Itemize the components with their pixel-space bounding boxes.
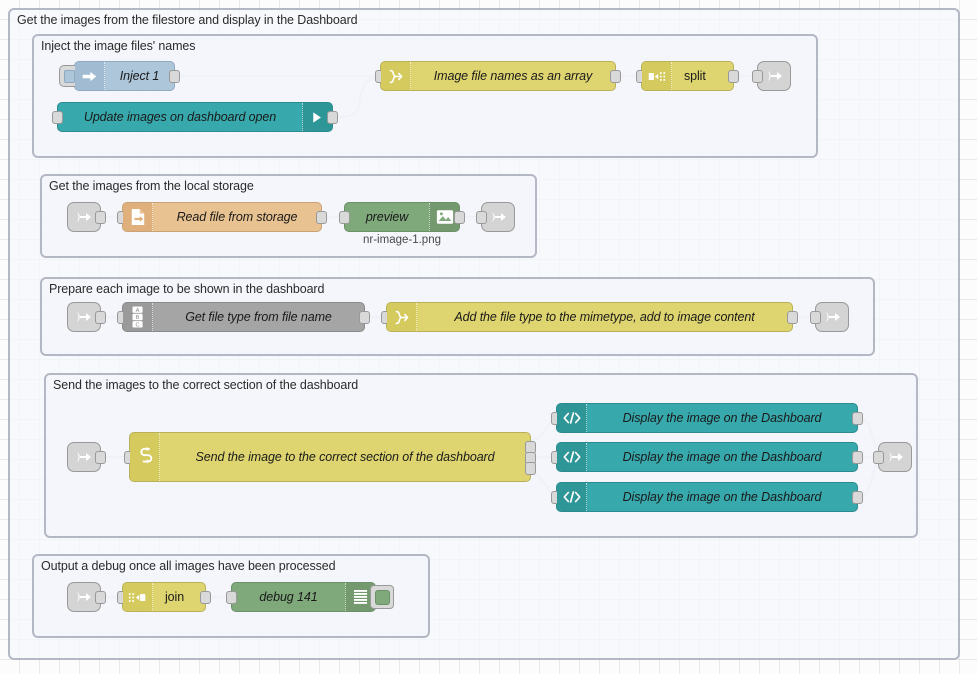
node-link-out-4[interactable] [873,442,912,472]
switch-icon [130,433,160,481]
node-get-file-type[interactable]: A B C Get file type from file name [117,302,370,332]
function-icon [387,303,417,331]
node-add-mimetype-label: Add the file type to the mimetype, add t… [454,310,755,324]
output-port[interactable] [787,310,798,324]
group-inject-label: Inject the image files' names [41,39,196,53]
input-port[interactable] [52,110,63,124]
function-icon [381,62,411,90]
node-switch-section[interactable]: Send the image to the correct section of… [124,432,536,482]
node-ui-control-label: Update images on dashboard open [83,110,277,124]
node-debug-141[interactable]: debug 141 [226,582,394,612]
output-port[interactable] [852,411,863,425]
group-outer-label: Get the images from the filestore and di… [17,13,358,27]
link-in-icon [77,592,91,602]
output-port[interactable] [95,590,106,604]
code-icon [557,483,587,511]
input-port[interactable] [339,210,350,224]
change-abc-icon: A B C [123,303,153,331]
input-port[interactable] [476,210,487,224]
inject-trigger-button[interactable] [59,65,79,87]
link-out-icon [826,312,840,322]
group-prepare-label: Prepare each image to be shown in the da… [49,282,325,296]
node-read-file[interactable]: Read file from storage [117,202,327,232]
node-link-out-1[interactable] [752,61,791,91]
output-port[interactable] [169,69,180,83]
split-icon [642,62,672,90]
node-display-3-label: Display the image on the Dashboard [622,490,822,504]
link-in-icon [77,452,91,462]
node-debug-141-label: debug 141 [259,590,318,604]
output-port[interactable] [316,210,327,224]
link-out-icon [768,71,782,81]
code-icon [557,443,587,471]
node-link-in-5[interactable] [67,582,106,612]
node-preview-label: preview [365,210,409,224]
link-in-icon [77,212,91,222]
link-in-icon [77,312,91,322]
node-split[interactable]: split [636,61,739,91]
output-port[interactable] [852,450,863,464]
node-link-out-2[interactable] [476,202,515,232]
debug-toggle-pad [374,589,390,605]
output-port[interactable] [327,110,338,124]
node-link-in-4[interactable] [67,442,106,472]
node-preview-sublabel: nr-image-1.png [363,234,441,246]
svg-text:A: A [135,308,139,314]
group-debug-label: Output a debug once all images have been… [41,559,336,573]
arrow-inject-icon [75,62,105,90]
group-storage-label: Get the images from the local storage [49,179,254,193]
output-port-3[interactable] [525,462,536,475]
input-port[interactable] [752,69,763,83]
group-send-label: Send the images to the correct section o… [53,378,359,392]
node-join-label: join [165,590,185,604]
node-display-1-label: Display the image on the Dashboard [622,411,822,425]
node-display-3[interactable]: Display the image on the Dashboard [551,482,863,512]
output-port[interactable] [454,210,465,224]
node-link-in-2[interactable] [67,202,106,232]
node-inject-1-label: Inject 1 [119,69,160,83]
inject-button-pad [63,69,75,83]
node-display-2[interactable]: Display the image on the Dashboard [551,442,863,472]
node-display-2-label: Display the image on the Dashboard [622,450,822,464]
code-icon [557,404,587,432]
input-port[interactable] [873,450,884,464]
file-icon [123,203,153,231]
output-port[interactable] [610,69,621,83]
node-display-1[interactable]: Display the image on the Dashboard [551,403,863,433]
output-port[interactable] [95,450,106,464]
output-port[interactable] [359,310,370,324]
join-icon [123,583,153,611]
node-link-out-3[interactable] [810,302,849,332]
node-preview[interactable]: preview [339,202,465,232]
output-port[interactable] [200,590,211,604]
node-split-label: split [684,69,706,83]
node-get-file-type-label: Get file type from file name [185,310,332,324]
output-port[interactable] [728,69,739,83]
svg-text:B: B [135,315,139,321]
output-port[interactable] [852,490,863,504]
node-ui-control[interactable]: Update images on dashboard open [52,102,338,132]
output-port[interactable] [95,210,106,224]
node-image-file-names[interactable]: Image file names as an array [375,61,621,91]
link-out-icon [492,212,506,222]
input-port[interactable] [226,590,237,604]
svg-text:C: C [135,322,139,328]
node-image-file-names-label: Image file names as an array [433,69,593,83]
group-inject[interactable]: Inject the image files' names [32,34,818,158]
node-add-mimetype[interactable]: Add the file type to the mimetype, add t… [381,302,798,332]
node-link-in-3[interactable] [67,302,106,332]
debug-toggle-button[interactable] [370,585,394,609]
node-join[interactable]: join [117,582,211,612]
node-switch-section-label: Send the image to the correct section of… [195,450,495,464]
node-inject-1[interactable]: Inject 1 [59,61,180,91]
output-port[interactable] [95,310,106,324]
node-read-file-label: Read file from storage [176,210,298,224]
input-port[interactable] [810,310,821,324]
link-out-icon [889,452,903,462]
